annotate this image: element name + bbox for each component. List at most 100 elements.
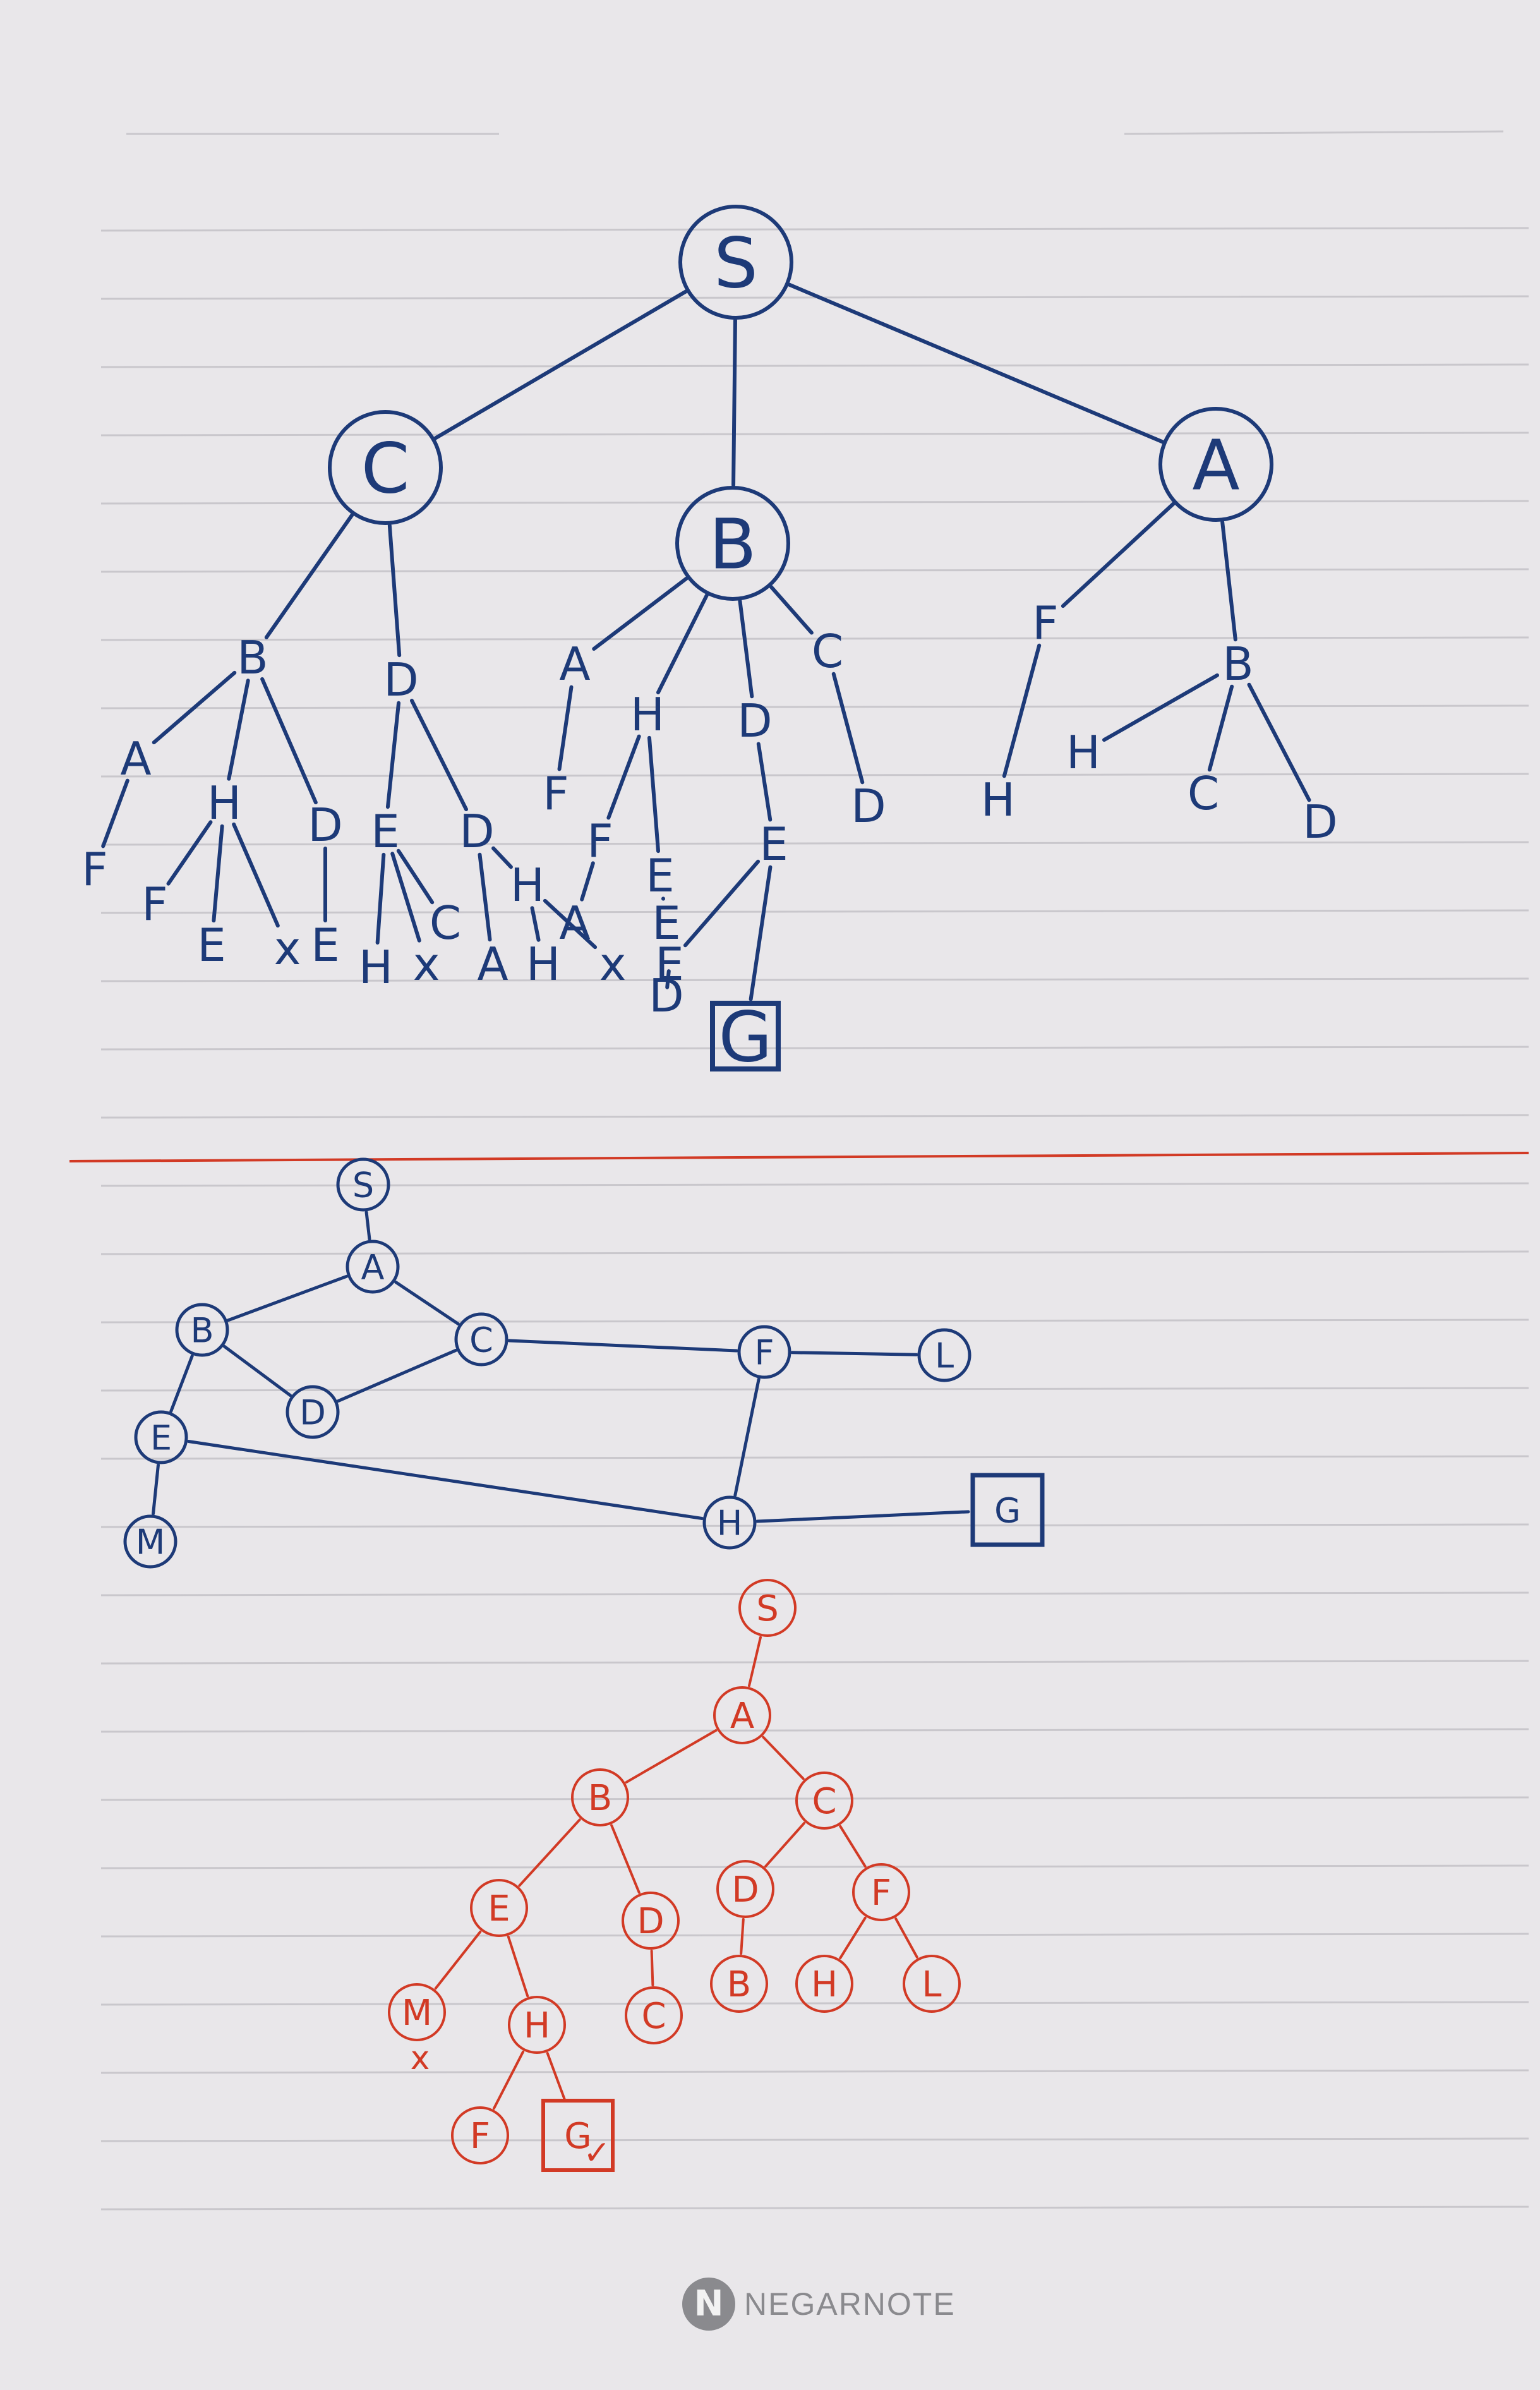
node-label: B [237, 631, 268, 684]
node-circle-outline [903, 1955, 961, 2013]
tree1-edge-D2-D5 [409, 698, 469, 812]
graph-edge-S-A [364, 1210, 371, 1241]
node-circle-outline [713, 1686, 771, 1744]
node-label: C [469, 1320, 493, 1360]
node-circle-outline [675, 486, 790, 601]
node-circle-outline [286, 1385, 340, 1439]
node-label: A [730, 1696, 754, 1737]
node-label: F [754, 1332, 774, 1372]
node-label: L [935, 1336, 954, 1375]
tree2-edge-C-D2 [764, 1821, 806, 1868]
node-label: B [1222, 637, 1253, 691]
tree1-edge-B2-H3 [227, 679, 250, 781]
graph-node-S: S [336, 1157, 390, 1212]
ruled-line [100, 909, 1529, 914]
tree1-edge-H3-E6 [212, 824, 224, 923]
tree1-node-E7: E [311, 919, 340, 972]
tree1-edge-A2-F3 [557, 685, 574, 771]
tree1-node-B1: B [675, 486, 790, 601]
node-circle-outline [470, 1879, 528, 1937]
tree1-node-E6: E [197, 919, 226, 972]
graph-node-M: M [123, 1514, 177, 1569]
tree1-edge-H6-H8 [530, 906, 541, 942]
tree1-edge-A1-B3 [1220, 520, 1237, 642]
tree1-edge-S-A1 [787, 282, 1165, 444]
tree1-node-E9: E [655, 938, 684, 991]
ruled-line [100, 1114, 1529, 1119]
node-label: D [637, 1901, 664, 1942]
tree2-node-B2: B [710, 1955, 768, 2013]
node-label: B [709, 504, 756, 585]
tree1-edge-D5-A4 [478, 852, 492, 942]
node-label: C [361, 428, 410, 509]
brand-name: NEGARNOTE [744, 2286, 956, 2322]
node-circle-outline [134, 1410, 188, 1464]
goal-box-outline [541, 2099, 615, 2172]
tree2-node-C2: C [625, 1986, 683, 2044]
node-label: E [197, 919, 226, 972]
node-label: A [477, 938, 508, 991]
node-label: S [352, 1165, 374, 1205]
node-circle-outline [451, 2106, 509, 2164]
tree2-mark-check-under-g: ✓ [583, 2134, 611, 2172]
tree1-node-C3: C [812, 625, 843, 678]
tree1-node-H6: H [510, 859, 544, 912]
tree2-edge-S-A [747, 1636, 762, 1687]
ruled-line [100, 227, 1529, 232]
tree1-node-X2: x [413, 938, 440, 991]
tree1-node-D8: D [649, 969, 683, 1022]
node-label: H [630, 688, 665, 741]
node-circle-outline [852, 1863, 910, 1921]
node-label: E [759, 818, 788, 871]
tree1-node-E4: E [646, 849, 675, 902]
graph-node-F: F [737, 1325, 791, 1379]
node-label: F [141, 878, 167, 931]
tree1-edge-C1-B2 [264, 513, 354, 639]
node-label: H [717, 1503, 743, 1543]
tree1-node-E3: E [371, 805, 400, 858]
ruled-line [100, 1387, 1529, 1392]
node-label: F [81, 843, 107, 896]
node-label: D [649, 969, 683, 1022]
tree1-node-H2: H [630, 688, 665, 741]
node-label: E [371, 805, 400, 858]
graph-edge-B-D [222, 1344, 292, 1397]
node-label: D [851, 780, 886, 833]
tree1-edge-B1-D3 [738, 599, 754, 699]
tree1-node-H7: H [359, 941, 393, 994]
tree1-node-E5: E [759, 818, 788, 871]
node-circle-outline [702, 1495, 757, 1550]
node-label: H [811, 1964, 838, 2005]
tree1-edge-D2-E3 [385, 701, 401, 809]
node-label: D [383, 653, 418, 706]
node-label: D [737, 694, 772, 747]
node-circle-outline [625, 1986, 683, 2044]
tree2-edge-E-M [434, 1930, 482, 1990]
tree1-node-D4: D [308, 799, 342, 852]
node-label: H [981, 773, 1015, 826]
ruled-line [100, 773, 1529, 778]
tree1-node-X1: x [274, 922, 301, 975]
node-label: F [1032, 596, 1058, 649]
node-circle-outline [336, 1157, 390, 1212]
node-label: G [994, 1490, 1021, 1530]
tree1-edge-A1-F2 [1061, 502, 1176, 608]
tree2-edge-A-B [625, 1729, 718, 1783]
graph-edge-F-H [733, 1377, 761, 1497]
logo-letter: N [694, 2283, 724, 2324]
tree1-node-F6: F [141, 878, 167, 931]
ruled-line [1124, 130, 1504, 135]
ruled-line [100, 2206, 1529, 2211]
node-label: F [470, 2116, 490, 2157]
tree1-edge-B2-A3 [152, 670, 237, 745]
tree2-node-G: G [541, 2099, 615, 2172]
tree1-edge-B2-D4 [260, 677, 318, 805]
node-circle-outline [388, 1983, 446, 2041]
tree1-node-F4: F [587, 814, 613, 867]
node-circle-outline [795, 1771, 853, 1830]
goal-box-outline [970, 1473, 1045, 1547]
tree1-node-G1: G [710, 997, 781, 1078]
graph-node-A: A [346, 1240, 400, 1294]
graph-edge-E-H [187, 1440, 704, 1520]
tree1-node-A3: A [120, 732, 151, 785]
